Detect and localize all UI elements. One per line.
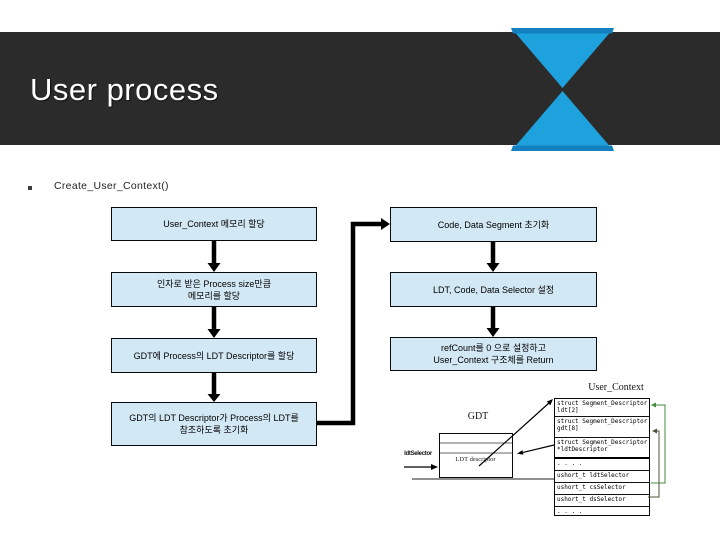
bullet-marker-icon	[28, 186, 32, 190]
elbow-arrowhead	[381, 218, 390, 230]
struct-field-row: ushort_t dsSelector	[555, 495, 649, 507]
gdt-to-ldt-arrowhead	[546, 399, 553, 406]
user-context-label: User_Context	[588, 382, 644, 393]
flow-box-return-user-context: refCount를 0 으로 설정하고 User_Context 구조체를 Re…	[390, 337, 597, 371]
bullet-text: Create_User_Context()	[54, 180, 169, 192]
flow-box-line: 인자로 받은 Process size만큼	[157, 278, 271, 289]
page-title: User process	[30, 72, 219, 107]
cs-selector-bracket	[651, 404, 666, 484]
ds-selector-bracket-arrowhead	[652, 428, 657, 434]
flow-box-line: Code, Data Segment 초기화	[437, 219, 550, 230]
struct-field-row: struct Segment_Descriptor ldt[2]	[555, 399, 649, 417]
struct-field-row: struct Segment_Descriptor gdt[8]	[555, 417, 649, 438]
flow-box-line: User_Context 구조체를 Return	[433, 355, 554, 365]
ldt-descriptor-to-gdt-arrowhead	[517, 450, 524, 455]
struct-field-row: ushort_t csSelector	[555, 483, 649, 495]
flow-box-line: GDT에 Process의 LDT Descriptor를 할당	[133, 350, 295, 361]
struct-field-row: ushort_t ldtSelector	[555, 471, 649, 483]
flow-box-line: LDT, Code, Data Selector 설정	[432, 284, 555, 295]
elbow-connector	[317, 221, 381, 426]
flow-box-alloc-process-memory: 인자로 받은 Process size만큼 메모리를 할당	[111, 272, 317, 307]
flow-box-init-gdt-reference: GDT의 LDT Descriptor가 Process의 LDT를 참조하도록…	[111, 402, 317, 446]
ldt-selector-arrowhead	[431, 464, 438, 470]
ldt-descriptor-to-gdt-arrow	[522, 444, 555, 453]
gdt-label: GDT	[467, 411, 489, 422]
user-context-struct-table: struct Segment_Descriptor ldt[2] struct …	[554, 398, 650, 516]
flow-box-init-code-data-segment: Code, Data Segment 초기화	[390, 207, 597, 242]
flow-box-line: 참조하도록 초기화	[179, 425, 249, 435]
cs-selector-bracket-arrowhead	[651, 402, 656, 408]
flow-box-line: User_Context 메모리 할당	[163, 219, 265, 229]
gdt-ldt-descriptor-slot: LDT descriptor	[455, 456, 496, 463]
struct-field-row: . . . .	[557, 508, 583, 515]
struct-field-row: struct Segment_Descriptor *ldtDescriptor	[555, 438, 649, 459]
flow-box-line: 메모리를 할당	[187, 290, 241, 301]
flow-box-set-selectors: LDT, Code, Data Selector 설정	[390, 272, 597, 307]
struct-field-row: . . . .	[555, 459, 649, 471]
flow-box-assign-ldt-descriptor: GDT에 Process의 LDT Descriptor를 할당	[111, 338, 317, 373]
flow-box-alloc-user-context: User_Context 메모리 할당	[111, 207, 317, 241]
flow-box-line: refCount를 0 으로 설정하고	[441, 343, 546, 353]
flow-box-line: GDT의 LDT Descriptor가 Process의 LDT를	[129, 413, 299, 423]
ldt-selector-label: ldtSelector	[404, 451, 432, 457]
